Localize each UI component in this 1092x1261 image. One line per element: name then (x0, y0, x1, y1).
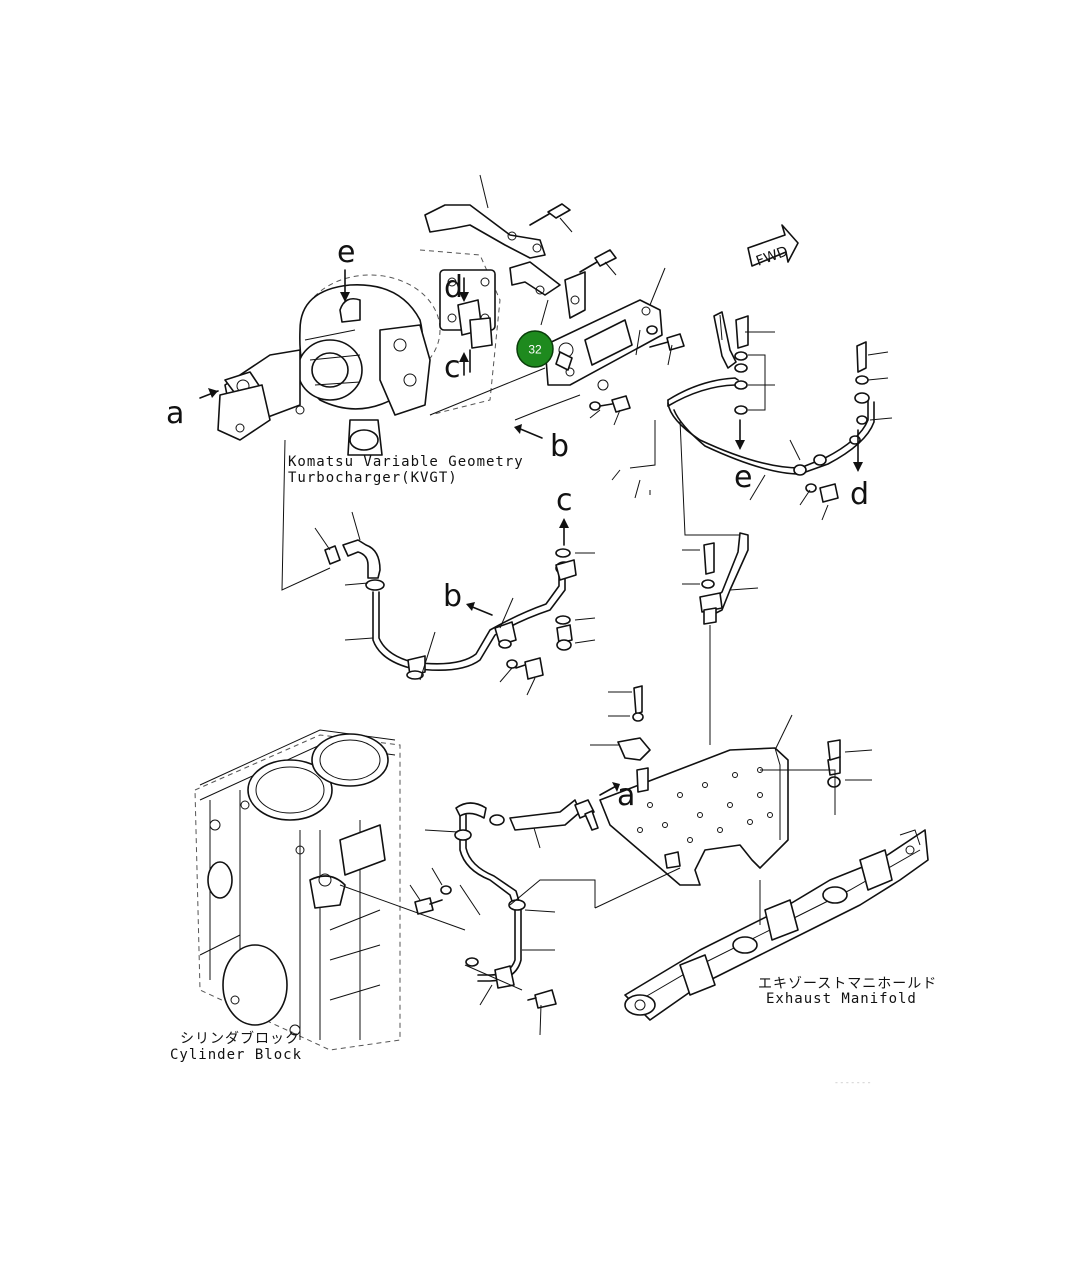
exhaust-manifold-drawing (624, 829, 929, 1021)
cylinder-block-drawing (194, 729, 401, 1051)
ref-letter-a: a (166, 396, 184, 431)
ref-letter-b: b (443, 579, 462, 614)
turbocharger-caption-line2: Turbocharger(KVGT) (288, 470, 458, 486)
ref-letter-e: e (337, 235, 355, 270)
reference-letters: a e d c b e d c b a (166, 235, 869, 813)
callout-badge-32[interactable]: 32 (516, 330, 554, 368)
ref-letter-e: e (734, 460, 752, 495)
right-upper-pipe-assembly (667, 311, 875, 503)
cylinder-block-caption-en: Cylinder Block (170, 1047, 302, 1063)
upper-bracket-assembly (424, 203, 685, 413)
center-bracket-assembly (699, 532, 749, 625)
cylinder-block-caption-jp: シリンダブロック (180, 1030, 300, 1047)
turbocharger-caption-line1: Komatsu Variable Geometry (288, 454, 524, 470)
exhaust-manifold-caption-jp: エキゾーストマニホールド (758, 976, 937, 992)
heat-shield-plate (599, 685, 841, 886)
ref-letter-a: a (617, 778, 635, 813)
turbocharger-drawing (217, 249, 501, 456)
captions: Komatsu Variable Geometry Turbocharger(K… (170, 454, 937, 1087)
bolt-group-upper (529, 203, 685, 413)
leader-lines (281, 174, 893, 1036)
middle-pipe-assembly (324, 539, 577, 680)
forward-direction-indicator: FWD (747, 224, 799, 270)
direction-arrows (199, 269, 863, 796)
ref-letter-b: b (550, 429, 569, 464)
footer-mark: - - - - - - - (835, 1078, 871, 1087)
exhaust-manifold-caption-en: Exhaust Manifold (766, 991, 917, 1007)
lower-pipe-assembly (414, 799, 599, 1009)
ref-letter-d: d (444, 270, 463, 305)
callout-circle[interactable] (516, 330, 554, 368)
ref-letter-c: c (556, 483, 573, 518)
ref-letter-c: c (444, 350, 461, 385)
ref-letter-d: d (850, 477, 869, 512)
callout-number[interactable]: 32 (528, 343, 542, 357)
